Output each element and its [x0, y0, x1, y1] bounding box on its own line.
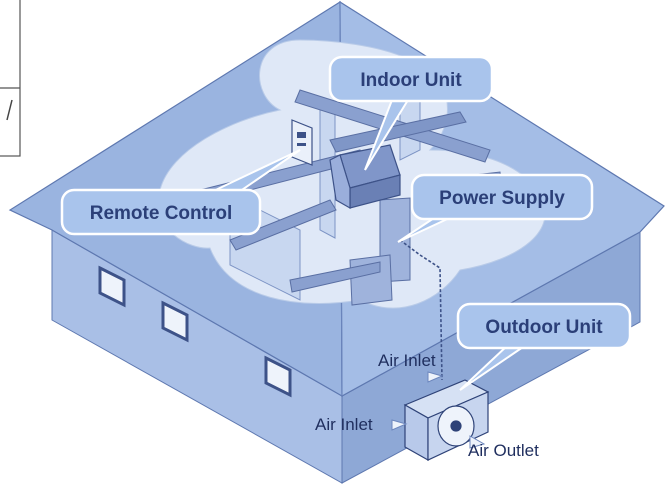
- power-supply-label: Power Supply: [439, 188, 565, 209]
- remote-control-label: Remote Control: [90, 203, 233, 224]
- windows: [98, 265, 292, 398]
- callout-indoor-unit: Indoor Unit: [328, 55, 494, 171]
- window: [161, 300, 189, 343]
- window: [98, 265, 126, 308]
- air-inlet-top-label: Air Inlet: [378, 351, 436, 370]
- indoor-unit: [329, 144, 401, 210]
- outdoor-unit-label: Outdoor Unit: [485, 317, 603, 338]
- power-cable: [399, 239, 443, 381]
- callout-power-supply: Power Supply: [397, 173, 594, 243]
- outdoor-unit: [403, 379, 490, 462]
- duct: [229, 199, 337, 251]
- air-inlet-side-label: Air Inlet: [315, 415, 373, 434]
- duct: [329, 111, 467, 153]
- remote-control-device: [291, 119, 313, 166]
- airflow-arrows: [391, 371, 486, 449]
- duct: [349, 254, 393, 306]
- window: [264, 355, 292, 398]
- indoor-unit-label: Indoor Unit: [360, 70, 462, 91]
- callout-remote-control: Remote Control: [60, 149, 301, 236]
- callout-outdoor-unit: Outdoor Unit: [456, 302, 632, 391]
- air-outlet-label: Air Outlet: [468, 441, 539, 460]
- duct: [289, 261, 381, 293]
- cropped-frame-fragment: [0, 0, 21, 157]
